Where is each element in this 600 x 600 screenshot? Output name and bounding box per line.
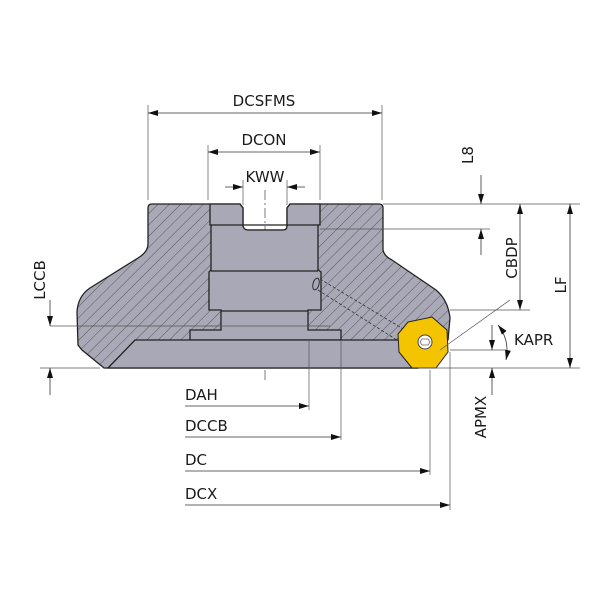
bottom-recess [106, 339, 419, 369]
label-dcx: DCX [185, 485, 217, 503]
label-lf: LF [552, 277, 570, 294]
label-cbdp: CBDP [503, 237, 521, 278]
coolant-hole [312, 277, 320, 291]
label-lccb: LCCB [31, 260, 49, 300]
label-kapr: KAPR [514, 331, 553, 349]
bore [189, 203, 342, 341]
label-dcon: DCON [241, 131, 286, 149]
label-dc: DC [185, 451, 207, 469]
label-l8: L8 [459, 146, 477, 164]
label-kww: KWW [246, 168, 285, 186]
label-dah: DAH [185, 386, 218, 404]
label-dcsfms: DCSFMS [233, 92, 296, 110]
insert-screw-icon [417, 334, 433, 350]
label-dccb: DCCB [185, 417, 228, 435]
label-apmx: APMX [472, 396, 490, 439]
